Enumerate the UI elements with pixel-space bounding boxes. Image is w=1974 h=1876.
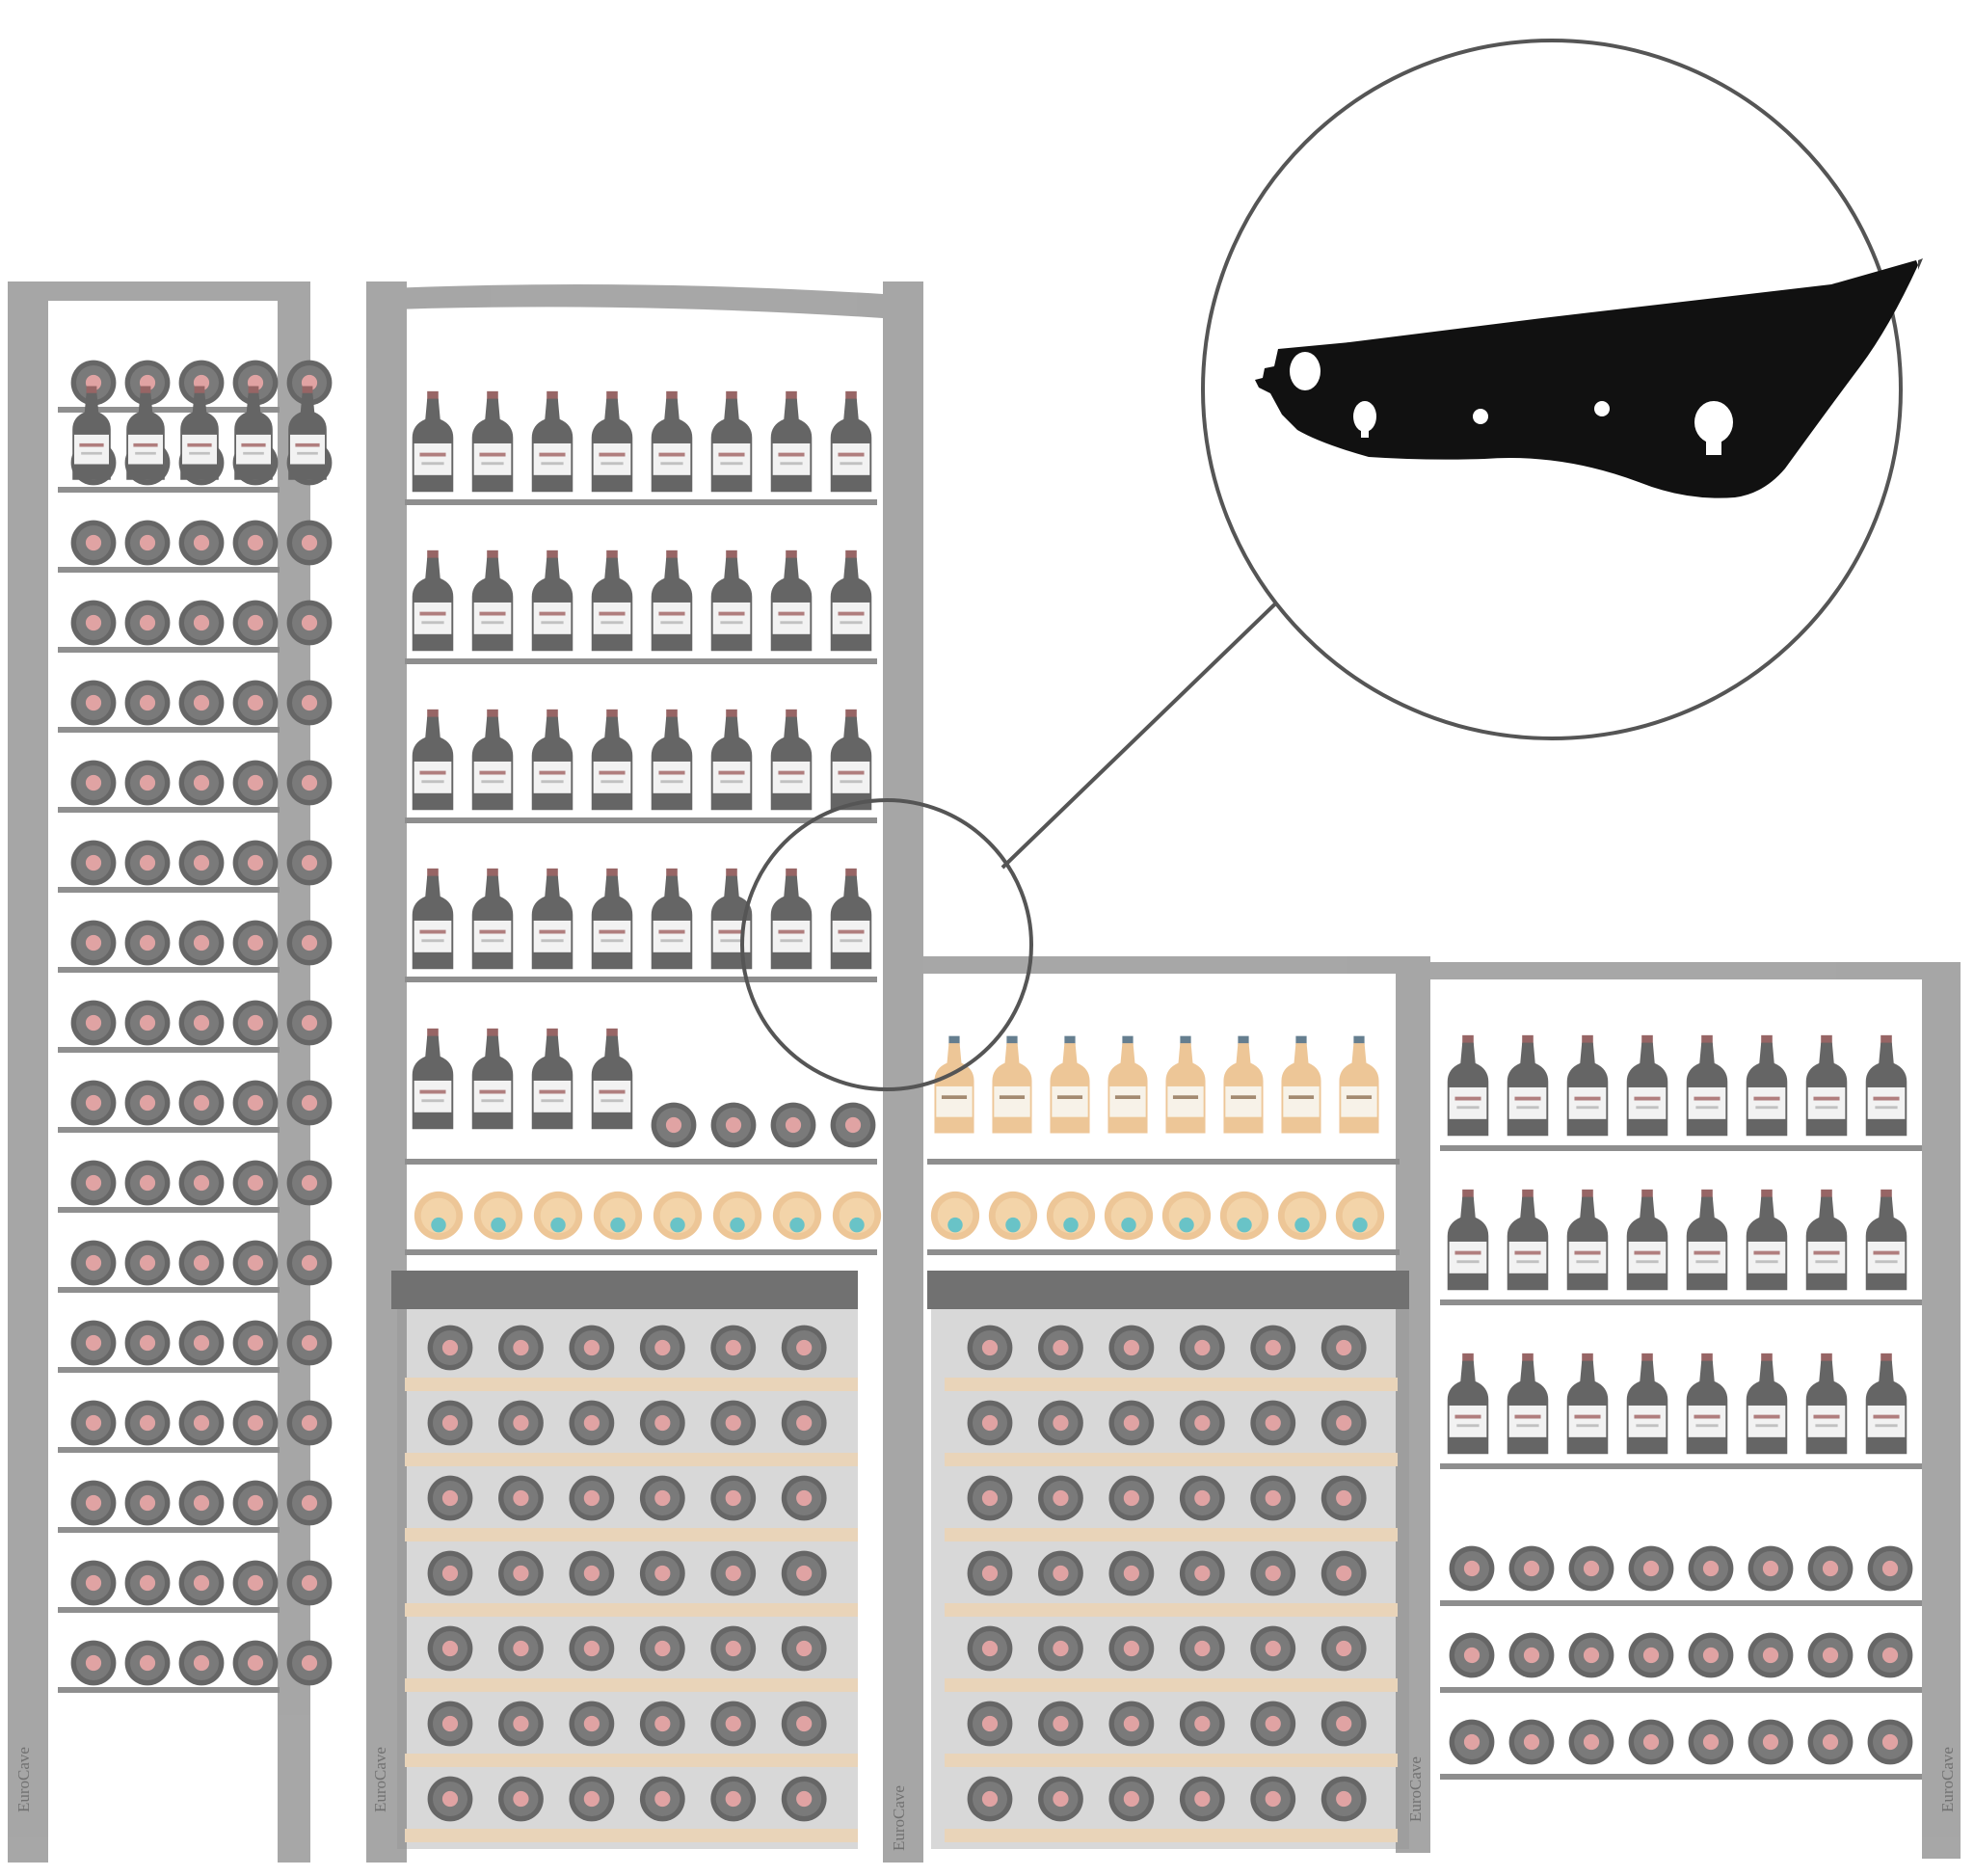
- tall-rack-left: EuroCave: [8, 281, 333, 1863]
- short-rack-right: EuroCave: [1430, 962, 1961, 1859]
- tall-rack-center: EuroCave EuroCave: [366, 281, 923, 1863]
- bracket-detail: [1255, 258, 1923, 498]
- brand-label-2: EuroCave: [371, 1747, 389, 1812]
- highlight-circle: [740, 798, 1033, 1091]
- short-rack-drawers: EuroCave: [923, 956, 1430, 1853]
- brand-label-4: EuroCave: [1406, 1756, 1425, 1822]
- brand-label-3: EuroCave: [890, 1785, 908, 1851]
- brand-label-5: EuroCave: [1938, 1747, 1957, 1812]
- brand-label-1: EuroCave: [14, 1747, 33, 1812]
- callout-line: [1000, 586, 1294, 870]
